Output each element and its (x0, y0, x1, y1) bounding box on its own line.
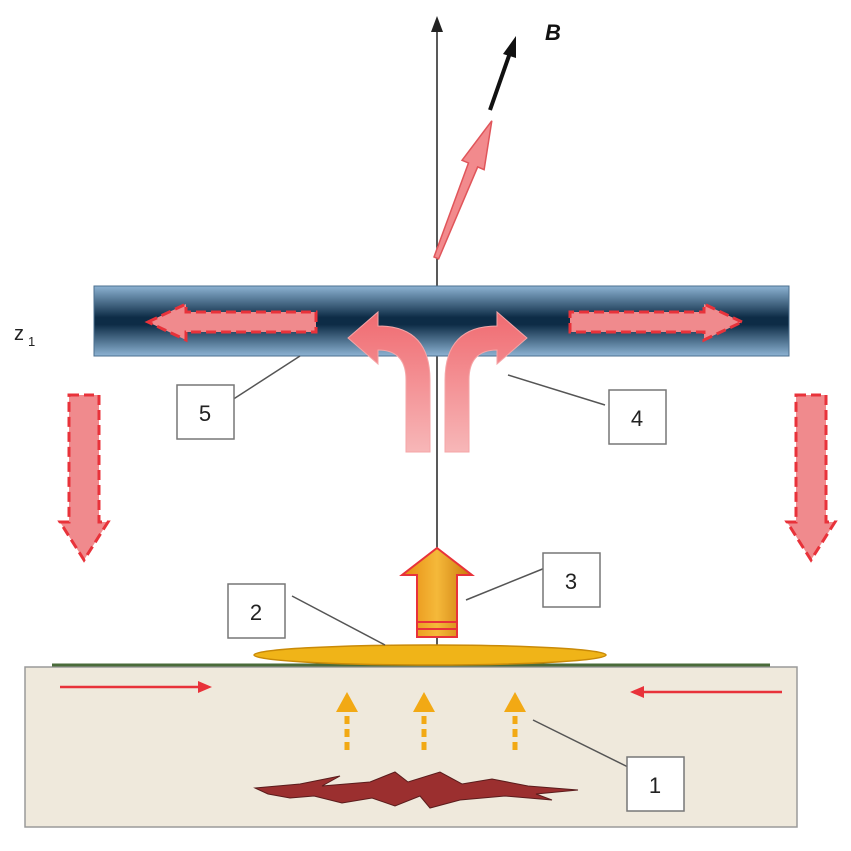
callout-4-leader (507, 374, 606, 406)
heat-arrow-1 (336, 692, 358, 750)
layer-flow-arrow-left (144, 301, 318, 343)
side-down-arrow-right (784, 393, 838, 563)
callout-2: 2 (227, 583, 286, 639)
b-field-label: B (545, 20, 561, 45)
ground-flow-arrow-left (60, 681, 212, 693)
layer-label-subscript: 1 (28, 334, 35, 349)
callout-1-text: 1 (649, 773, 661, 798)
tilted-field-arrow (433, 120, 493, 260)
side-down-arrow-left (57, 393, 111, 563)
b-field-arrow (488, 36, 516, 111)
heat-arrow-3 (504, 692, 526, 750)
rising-flux-arrow (399, 546, 475, 638)
ground-flow-arrow-right (630, 686, 782, 698)
lens-body (253, 644, 607, 666)
callout-3: 3 (542, 552, 601, 608)
callout-5-leader (231, 355, 301, 401)
callout-2-text: 2 (250, 600, 262, 625)
vertical-axis-arrowhead (431, 16, 443, 32)
crack-shape (253, 771, 579, 809)
callout-3-leader (465, 567, 546, 601)
curved-arrow-left (347, 310, 431, 453)
callout-2-leader (291, 595, 386, 646)
callout-1: 1 (626, 756, 685, 812)
callout-4: 4 (608, 389, 667, 445)
callout-3-text: 3 (565, 569, 577, 594)
callout-1-leader (532, 719, 631, 769)
callout-5-text: 5 (199, 401, 211, 426)
callout-5: 5 (176, 384, 235, 440)
callout-4-text: 4 (631, 406, 643, 431)
layer-label: z (14, 323, 24, 345)
curved-arrow-right (444, 310, 528, 453)
layer-flow-arrow-right (568, 301, 746, 343)
heat-arrow-2 (413, 692, 435, 750)
